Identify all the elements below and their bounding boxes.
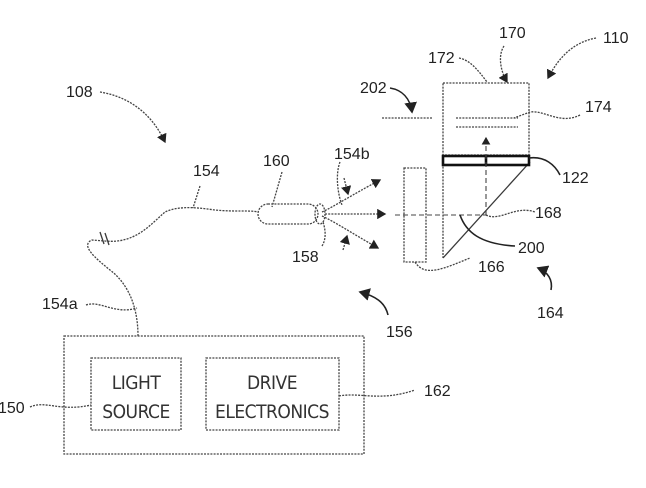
- light-ray-upper: [321, 179, 382, 213]
- light-source-box: [90, 357, 182, 431]
- drive-electronics-label-line1: DRIVE: [247, 372, 297, 394]
- drive-electronics-label-line2: ELECTRONICS: [215, 401, 329, 423]
- leader-162: [338, 389, 416, 397]
- light-source-label-line1: LIGHT: [112, 372, 162, 394]
- ref-170: 170: [499, 25, 526, 42]
- ref-110: 110: [603, 30, 629, 47]
- leader-150: [29, 404, 92, 408]
- leader-154: [192, 185, 201, 209]
- ref-172: 172: [428, 50, 455, 67]
- housing-box: [63, 335, 365, 455]
- leader-108: [99, 91, 167, 144]
- ref-154: 154: [193, 163, 220, 180]
- angle-arc-200: [459, 214, 516, 247]
- ref-154a: 154a: [42, 296, 78, 313]
- arrow-202: [389, 87, 417, 114]
- ref-122: 122: [562, 170, 589, 187]
- ray-arrow-small-upper: [341, 177, 352, 196]
- light-source-label-line2: SOURCE: [102, 401, 170, 423]
- leader-172: [458, 57, 488, 83]
- leader-154a: [85, 303, 138, 311]
- ref-202: 202: [360, 80, 387, 97]
- leader-158: [321, 221, 326, 247]
- ref-160: 160: [263, 153, 290, 170]
- ref-154b: 154b: [334, 146, 370, 163]
- leader-122: [528, 156, 561, 176]
- ref-166: 166: [478, 259, 505, 276]
- ref-108: 108: [66, 84, 93, 101]
- lens-166: [403, 167, 427, 263]
- leader-154b: [336, 161, 343, 206]
- leader-160: [271, 171, 283, 208]
- fiber-break-mark: [99, 231, 110, 246]
- arrow-156: [358, 288, 389, 316]
- light-ray-lower: [321, 215, 380, 249]
- ref-158: 158: [292, 249, 319, 266]
- optical-fiber: [87, 206, 259, 337]
- fiber-tip-158: [314, 203, 326, 225]
- ray-arrow-small-lower: [339, 234, 350, 251]
- leader-168: [485, 209, 536, 218]
- ref-150: 150: [0, 400, 25, 417]
- ref-162: 162: [424, 383, 451, 400]
- collimator-160: [257, 203, 319, 225]
- container-170: [442, 82, 530, 156]
- leader-166: [414, 257, 471, 271]
- leader-170: [498, 45, 508, 84]
- ref-156: 156: [386, 324, 413, 341]
- leader-110: [547, 37, 597, 80]
- arrow-164: [536, 265, 553, 291]
- leader-174: [513, 111, 581, 120]
- ref-168: 168: [535, 205, 562, 222]
- ref-200: 200: [518, 240, 545, 257]
- ref-174: 174: [585, 99, 612, 116]
- ref-164: 164: [537, 305, 564, 322]
